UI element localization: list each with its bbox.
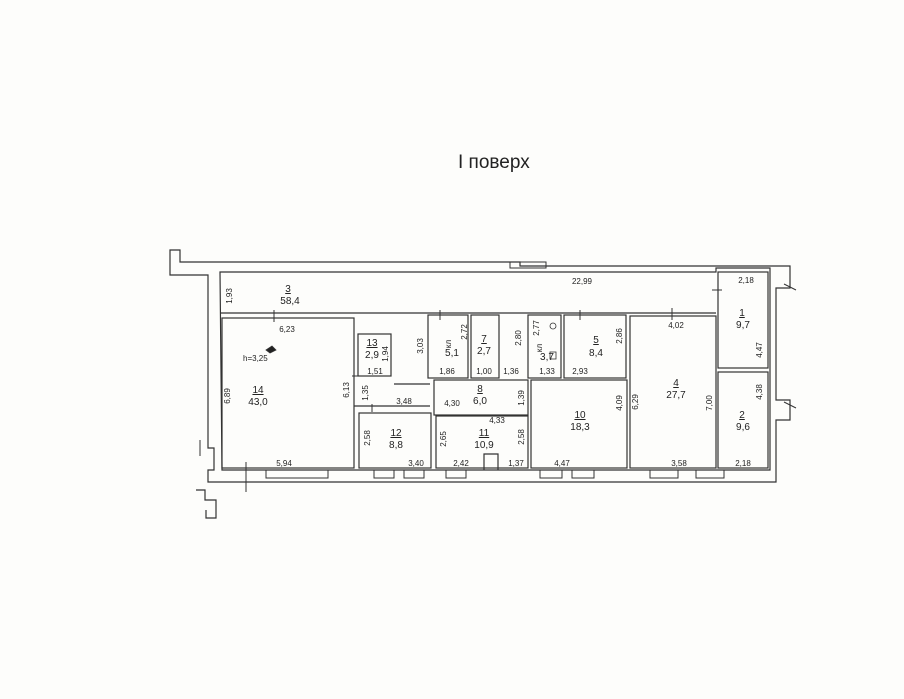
dim-label: 2,18 <box>735 459 751 468</box>
dim-label: 4,47 <box>554 459 570 468</box>
room-8-area: 6,0 <box>473 396 487 407</box>
dim-label: 6,23 <box>279 325 295 334</box>
room-6-area: 3,7 <box>540 352 554 363</box>
dim-label: 2,86 <box>615 328 624 344</box>
floor-title: I поверх <box>458 152 530 173</box>
room-1-number: 1 <box>739 308 745 319</box>
dim-label: 4,47 <box>755 342 764 358</box>
room-7-area: 2,7 <box>477 346 491 357</box>
room-7-number: 7 <box>481 334 487 345</box>
room-11-area: 10,9 <box>474 440 494 451</box>
dim-label: 4,33 <box>489 416 505 425</box>
dim-label: 2,58 <box>517 429 526 445</box>
room-5-area: 8,4 <box>589 348 603 359</box>
room-5-number: 5 <box>593 335 599 346</box>
dim-label: 2,65 <box>439 431 448 447</box>
room-3-number: 3 <box>285 284 291 295</box>
dim-label: 1,37 <box>508 459 524 468</box>
dim-label: 2,77 <box>532 320 541 336</box>
dim-label: 3,03 <box>416 338 425 354</box>
room-labels: 3 58,4 14 43,0 h=3,25 13 2,9 кл 5,1 7 2,… <box>243 284 750 451</box>
room-14-number: 14 <box>252 385 264 396</box>
dim-label: 3,40 <box>408 459 424 468</box>
dim-label: 7,00 <box>705 395 714 411</box>
dim-label: 2,18 <box>738 276 754 285</box>
room-4-area: 27,7 <box>666 390 686 401</box>
room-11-number: 11 <box>479 428 490 439</box>
dim-label: 6,29 <box>631 394 640 410</box>
dim-label: 1,00 <box>476 367 492 376</box>
room-9-label: кл <box>444 340 453 349</box>
dim-label: 1,94 <box>381 346 390 362</box>
windows <box>265 261 725 479</box>
dim-label: 4,38 <box>755 384 764 400</box>
fixtures <box>265 322 557 360</box>
room-13-area: 2,9 <box>365 350 379 361</box>
dim-label: 3,48 <box>396 397 412 406</box>
dim-label: 1,93 <box>225 288 234 304</box>
room-10-area: 18,3 <box>570 422 590 433</box>
room-12-number: 12 <box>390 428 402 439</box>
room-2-number: 2 <box>739 410 745 421</box>
room-13-number: 13 <box>366 338 378 349</box>
dim-label: 6,89 <box>223 388 232 404</box>
room-10-number: 10 <box>574 410 586 421</box>
walls <box>169 249 791 519</box>
dim-label: 4,30 <box>444 399 460 408</box>
dim-label: 2,58 <box>363 430 372 446</box>
dim-label: 1,39 <box>517 390 526 406</box>
room-4-number: 4 <box>673 378 679 389</box>
dim-label: 22,99 <box>572 277 593 286</box>
ceiling-height: h=3,25 <box>243 354 268 363</box>
dim-label: 4,02 <box>668 321 684 330</box>
dim-label: 1,33 <box>539 367 555 376</box>
room-9-area: 5,1 <box>445 348 459 359</box>
dimension-labels: 1,93 22,99 2,18 6,23 1,94 1,51 3,03 2,72… <box>223 276 764 468</box>
door-marks <box>199 283 797 492</box>
dim-label: 2,93 <box>572 367 588 376</box>
dim-label: 1,35 <box>361 385 370 401</box>
room-2-area: 9,6 <box>736 422 750 433</box>
dim-label: 2,72 <box>460 324 469 340</box>
dim-label: 1,51 <box>367 367 383 376</box>
room-12-area: 8,8 <box>389 440 403 451</box>
dim-label: 4,09 <box>615 395 624 411</box>
dim-label: 3,58 <box>671 459 687 468</box>
room-8-number: 8 <box>477 384 483 395</box>
dim-label: 2,42 <box>453 459 469 468</box>
room-1-area: 9,7 <box>736 320 750 331</box>
dim-label: 5,94 <box>276 459 292 468</box>
room-3-area: 58,4 <box>280 296 300 307</box>
dim-label: 1,86 <box>439 367 455 376</box>
room-14-area: 43,0 <box>248 397 268 408</box>
dim-label: 1,36 <box>503 367 519 376</box>
room-6-label: кл <box>535 344 544 353</box>
dim-label: 2,80 <box>514 330 523 346</box>
dim-label: 6,13 <box>342 382 351 398</box>
